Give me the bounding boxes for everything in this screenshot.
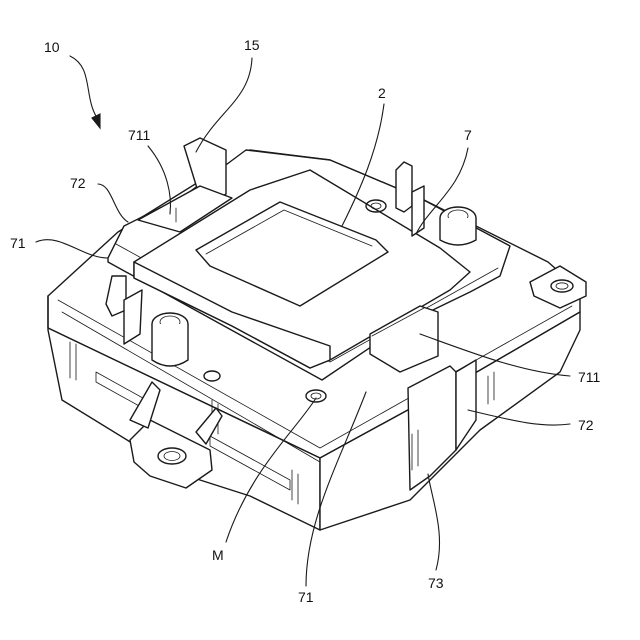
arrow-10-head <box>92 114 100 128</box>
ref-711-top: 711 <box>128 127 151 143</box>
ref-711-right: 711 <box>578 369 601 385</box>
ref-15: 15 <box>244 37 260 53</box>
leader-73 <box>428 474 440 570</box>
ref-72-left: 72 <box>70 175 86 191</box>
ref-71-left: 71 <box>10 235 26 251</box>
ref-73: 73 <box>428 575 444 591</box>
ref-10: 10 <box>44 39 60 55</box>
ref-7: 7 <box>464 127 472 143</box>
ref-71-bottom: 71 <box>298 589 314 605</box>
leader-72-left <box>98 184 128 222</box>
leader-10 <box>70 56 100 122</box>
ref-2: 2 <box>378 85 386 101</box>
ref-72-right: 72 <box>578 417 594 433</box>
ref-M: M <box>212 547 224 563</box>
leader-15 <box>196 58 252 152</box>
